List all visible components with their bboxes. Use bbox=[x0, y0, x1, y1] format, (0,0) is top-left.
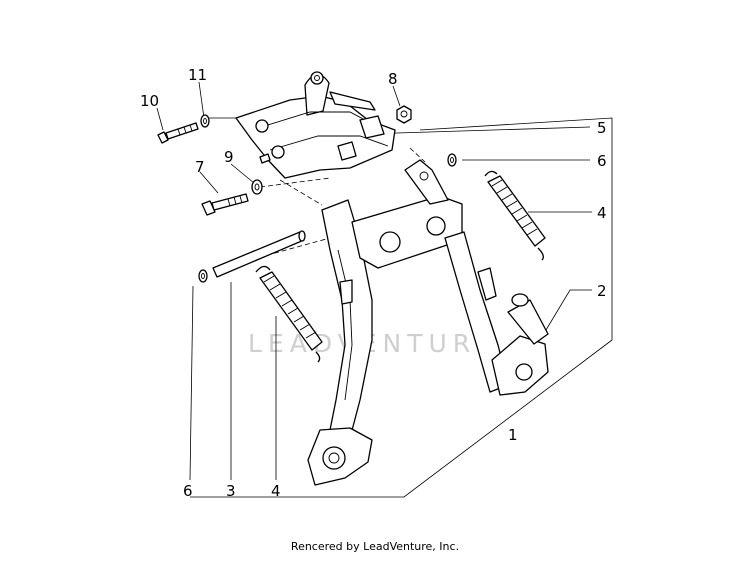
bolt-10 bbox=[157, 122, 199, 144]
spring-4-right bbox=[484, 170, 546, 261]
pin-3 bbox=[212, 230, 306, 278]
washer-11 bbox=[200, 114, 210, 128]
nut-8 bbox=[396, 105, 412, 124]
center-stand-1 bbox=[307, 159, 549, 486]
callout-9: 9 bbox=[224, 148, 234, 166]
callout-10: 10 bbox=[140, 92, 159, 110]
callout-8: 8 bbox=[388, 70, 398, 88]
washer-6-left bbox=[198, 269, 208, 283]
callout-4-bottom: 4 bbox=[271, 482, 281, 500]
watermark-text: LEADVENTURE bbox=[248, 329, 498, 358]
callout-2: 2 bbox=[597, 282, 607, 300]
callout-7: 7 bbox=[195, 158, 205, 176]
mounting-bracket-5 bbox=[235, 71, 396, 179]
callout-6-right: 6 bbox=[597, 152, 607, 170]
washer-6-right bbox=[447, 153, 457, 167]
bolt-7 bbox=[201, 193, 249, 216]
footer-credit: Rencered by LeadVenture, Inc. bbox=[290, 540, 460, 553]
callout-labels: 1 2 3 4 4 5 6 6 7 8 9 10 11 bbox=[140, 66, 607, 500]
washer-9 bbox=[251, 179, 263, 195]
spring-4-left bbox=[255, 265, 323, 363]
callout-4-right: 4 bbox=[597, 204, 607, 222]
callout-5: 5 bbox=[597, 119, 607, 137]
callout-1: 1 bbox=[508, 426, 518, 444]
callout-6-bottom: 6 bbox=[183, 482, 193, 500]
callout-3: 3 bbox=[226, 482, 236, 500]
callout-11: 11 bbox=[188, 66, 207, 84]
